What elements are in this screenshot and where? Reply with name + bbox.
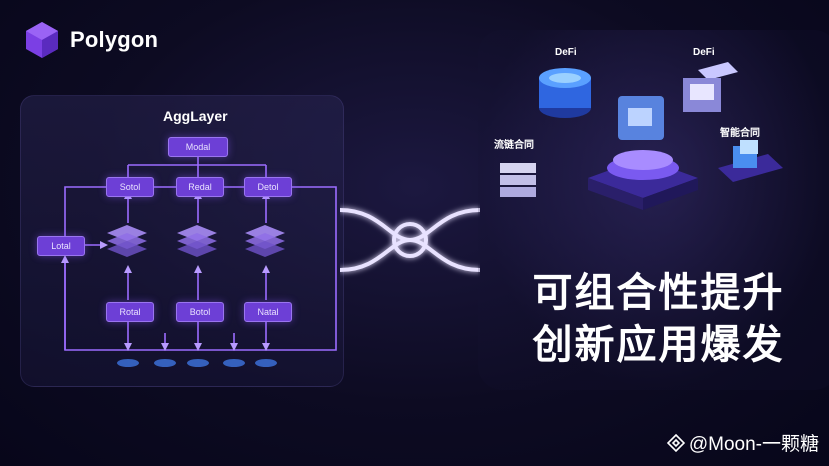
smart-contract-icon — [718, 140, 783, 182]
connector-knot-icon — [340, 208, 480, 272]
right-panel — [478, 30, 829, 390]
node-row2-2: Botol — [176, 302, 224, 322]
defi-illustration — [500, 62, 783, 210]
node-top: Modal — [168, 137, 228, 157]
defi-box-icon — [683, 62, 738, 112]
center-platform-icon — [588, 96, 698, 210]
watermark: @Moon-一颗糖 — [666, 429, 819, 456]
label-smart-contract: 智能合同 — [720, 128, 760, 139]
polygon-logo-icon — [26, 22, 58, 58]
server-stack-icon — [500, 163, 536, 197]
brand: Polygon — [22, 20, 158, 60]
layer-stack-3 — [245, 225, 285, 257]
node-row2-1: Rotal — [106, 302, 154, 322]
node-row1-2: Redal — [176, 177, 224, 197]
binance-diamond-icon — [666, 433, 685, 452]
agglayer-title: AggLayer — [163, 108, 228, 124]
brand-name: Polygon — [70, 27, 159, 52]
label-defi-2: DeFi — [693, 47, 715, 58]
node-row1-1: Sotol — [106, 177, 154, 197]
layer-stack-1 — [107, 225, 147, 257]
node-row1-3: Detol — [244, 177, 292, 197]
label-liquidity-contract: 流链合同 — [494, 140, 534, 151]
headline-line-1: 可组合性提升 — [532, 270, 785, 316]
watermark-text: @Moon-一颗糖 — [688, 434, 819, 455]
defi-cylinder-icon — [539, 68, 591, 118]
node-row2-3: Natal — [244, 302, 292, 322]
label-defi-1: DeFi — [555, 47, 577, 58]
headline-line-2: 创新应用爆发 — [532, 322, 785, 368]
node-side: Lotal — [37, 236, 85, 256]
agglayer-diagram-lines — [61, 153, 337, 367]
layer-stack-2 — [177, 225, 217, 257]
